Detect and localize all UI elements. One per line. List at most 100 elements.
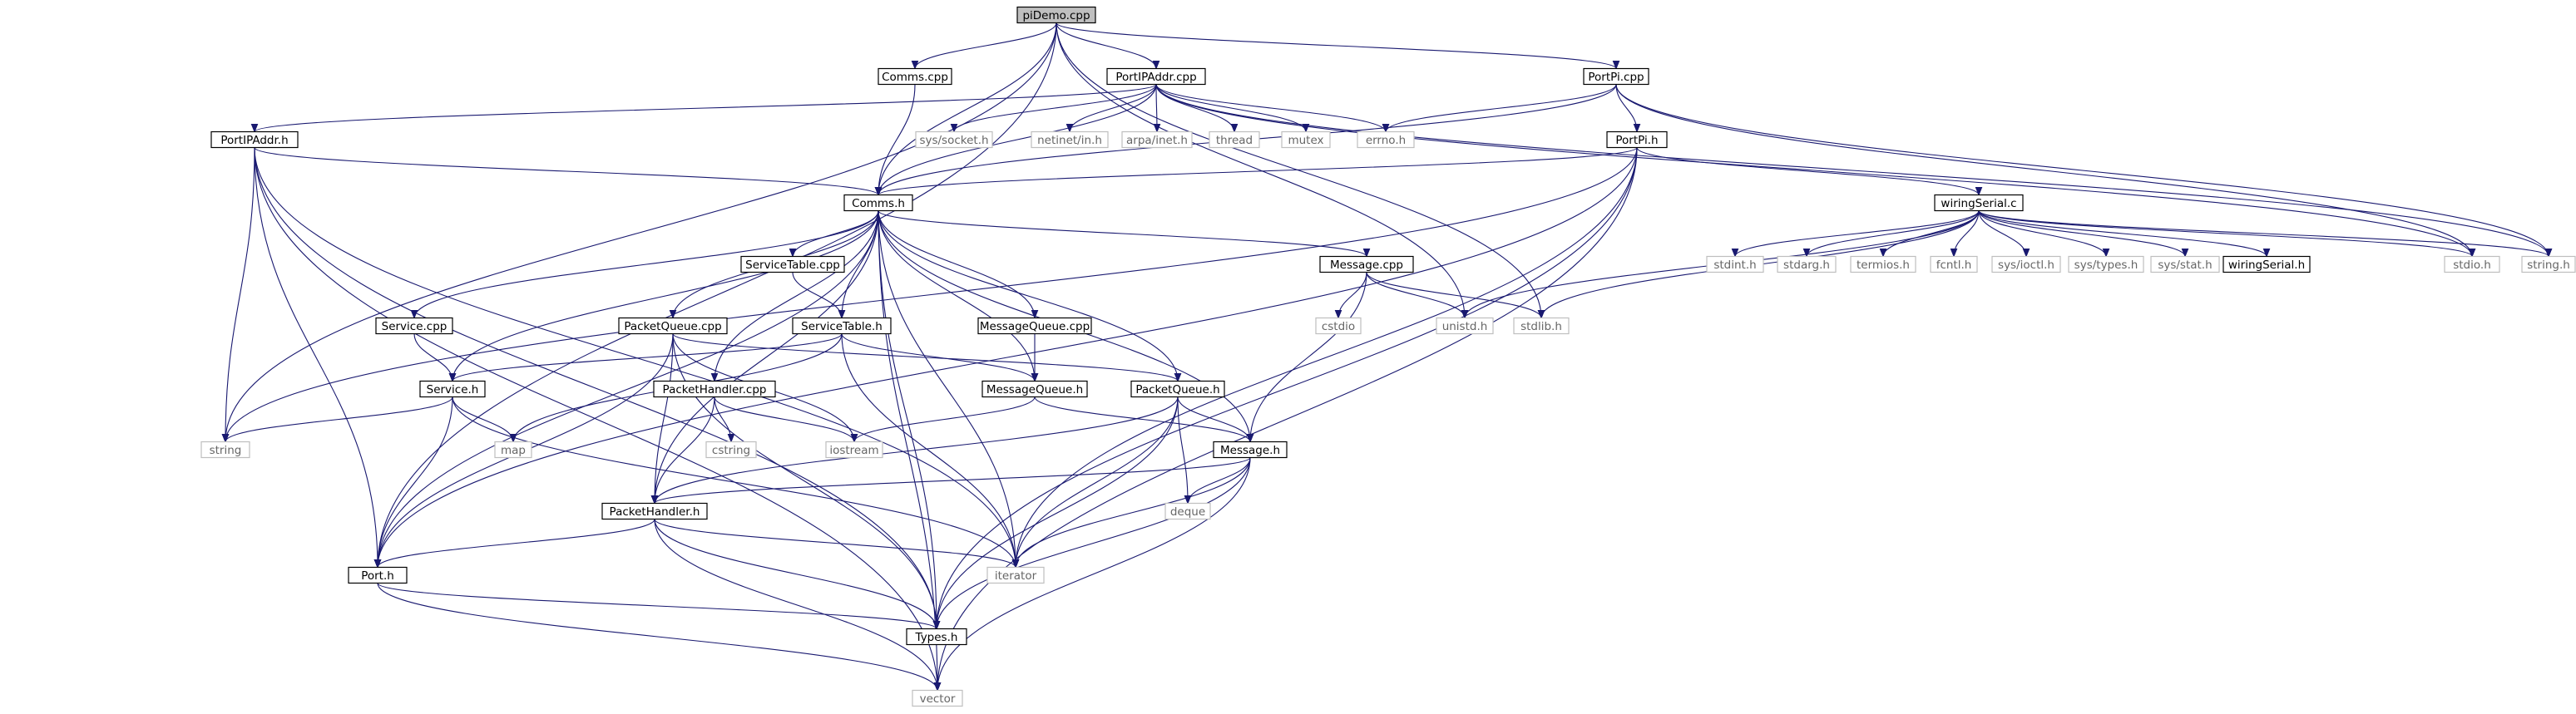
node-label: cstdio — [1322, 320, 1355, 333]
node-label: wiringSerial.h — [2228, 259, 2305, 272]
node-portipaddr-h[interactable]: PortIPAddr.h — [210, 130, 299, 149]
node-box — [843, 194, 913, 212]
node-pidemo-cpp[interactable]: piDemo.cpp — [1016, 6, 1096, 24]
dependency-edge — [1802, 210, 1980, 258]
node-port-h[interactable]: Port.h — [348, 566, 408, 584]
node-label: iostream — [829, 444, 878, 457]
node-service-cpp[interactable]: Service.cpp — [375, 317, 453, 335]
node-servicetable-cpp[interactable]: ServiceTable.cpp — [740, 255, 845, 273]
node-unistd-h: unistd.h — [1436, 317, 1494, 335]
node-box — [1991, 255, 2061, 273]
node-label: Service.h — [427, 383, 479, 396]
node-label: arpa/inet.h — [1126, 134, 1188, 147]
node-label: errno.h — [1366, 134, 1406, 147]
node-fcntl-h: fcntl.h — [1930, 255, 1978, 273]
node-label: wiringSerial.c — [1941, 197, 2016, 210]
node-wiringserial-h[interactable]: wiringSerial.h — [2222, 255, 2311, 273]
dependency-edge — [878, 210, 1039, 319]
node-box — [1130, 380, 1225, 398]
node-label: sys/ioctl.h — [1998, 259, 2054, 272]
node-portpi-cpp[interactable]: PortPi.cpp — [1583, 67, 1649, 86]
node-box — [2222, 255, 2311, 273]
node-sys-types-h: sys/types.h — [2068, 255, 2144, 273]
node-label: PacketQueue.cpp — [624, 320, 721, 333]
dependency-edge — [654, 519, 1020, 569]
node-sys-ioctl-h: sys/ioctl.h — [1991, 255, 2061, 273]
node-label: PortPi.h — [1615, 134, 1658, 147]
node-packethandler-h[interactable]: PacketHandler.h — [601, 502, 708, 520]
node-string-h: string.h — [2521, 255, 2576, 273]
node-box — [1106, 67, 1206, 86]
dependency-edge — [911, 22, 1057, 70]
node-box — [1583, 67, 1649, 86]
dependency-edge — [1978, 210, 2030, 258]
node-box — [1121, 130, 1193, 149]
node-stdint-h: stdint.h — [1706, 255, 1764, 273]
node-message-h[interactable]: Message.h — [1213, 441, 1288, 459]
node-packetqueue-cpp[interactable]: PacketQueue.cpp — [618, 317, 728, 335]
node-packetqueue-h[interactable]: PacketQueue.h — [1130, 380, 1225, 398]
dependency-edge — [672, 333, 1182, 382]
dependency-edge — [792, 272, 846, 319]
node-servicetable-h[interactable]: ServiceTable.h — [792, 317, 892, 335]
node-message-cpp[interactable]: Message.cpp — [1319, 255, 1414, 273]
dependency-edge — [1056, 22, 1160, 70]
node-label: ServiceTable.h — [801, 320, 883, 333]
node-box — [1209, 130, 1260, 149]
node-box — [200, 441, 250, 459]
dependency-edge — [221, 396, 453, 443]
dependency-edge — [448, 333, 843, 382]
dependency-edge — [1978, 210, 2476, 258]
node-box — [1281, 130, 1331, 149]
node-label: stdio.h — [2453, 259, 2491, 272]
node-label: netinet/in.h — [1037, 134, 1102, 147]
node-comms-h[interactable]: Comms.h — [843, 194, 913, 212]
node-packethandler-cpp[interactable]: PacketHandler.cpp — [653, 380, 776, 398]
node-messagequeue-cpp[interactable]: MessageQueue.cpp — [977, 317, 1092, 335]
node-box — [618, 317, 728, 335]
node-portipaddr-cpp[interactable]: PortIPAddr.cpp — [1106, 67, 1206, 86]
node-stdarg-h: stdarg.h — [1777, 255, 1837, 273]
node-service-h[interactable]: Service.h — [419, 380, 486, 398]
node-box — [740, 255, 845, 273]
node-box — [2444, 255, 2500, 273]
node-box — [1016, 6, 1096, 24]
dependency-edge — [410, 210, 879, 319]
dependency-edge — [377, 583, 942, 692]
node-label: PortIPAddr.h — [220, 134, 288, 147]
node-box — [1357, 130, 1415, 149]
dependency-edge — [1177, 396, 1254, 443]
node-label: PortIPAddr.cpp — [1115, 71, 1196, 84]
node-types-h[interactable]: Types.h — [906, 628, 967, 646]
node-comms-cpp[interactable]: Comms.cpp — [878, 67, 952, 86]
node-box — [1606, 130, 1668, 149]
node-label: stdlib.h — [1520, 320, 1562, 333]
node-box — [1319, 255, 1414, 273]
node-label: MessageQueue.cpp — [980, 320, 1090, 333]
node-label: sys/socket.h — [919, 134, 988, 147]
node-label: sys/types.h — [2074, 259, 2138, 272]
node-label: Message.cpp — [1330, 259, 1403, 272]
node-box — [419, 380, 486, 398]
node-box — [1164, 502, 1211, 520]
node-label: stdint.h — [1713, 259, 1756, 272]
node-stdlib-h: stdlib.h — [1513, 317, 1570, 335]
node-label: Comms.cpp — [882, 71, 948, 84]
node-label: sys/stat.h — [2158, 259, 2212, 272]
node-label: mutex — [1288, 134, 1323, 147]
dependency-edge — [1950, 210, 1980, 258]
node-box — [825, 441, 883, 459]
dependency-edge — [714, 396, 735, 443]
node-thread: thread — [1209, 130, 1260, 149]
dependency-edge — [373, 519, 655, 569]
dependency-edge — [377, 583, 941, 630]
node-box — [1777, 255, 1837, 273]
node-messagequeue-h[interactable]: MessageQueue.h — [981, 380, 1088, 398]
node-box — [348, 566, 408, 584]
node-portpi-h[interactable]: PortPi.h — [1606, 130, 1668, 149]
node-wiringserial-c[interactable]: wiringSerial.c — [1934, 194, 2024, 212]
node-label: map — [501, 444, 526, 457]
